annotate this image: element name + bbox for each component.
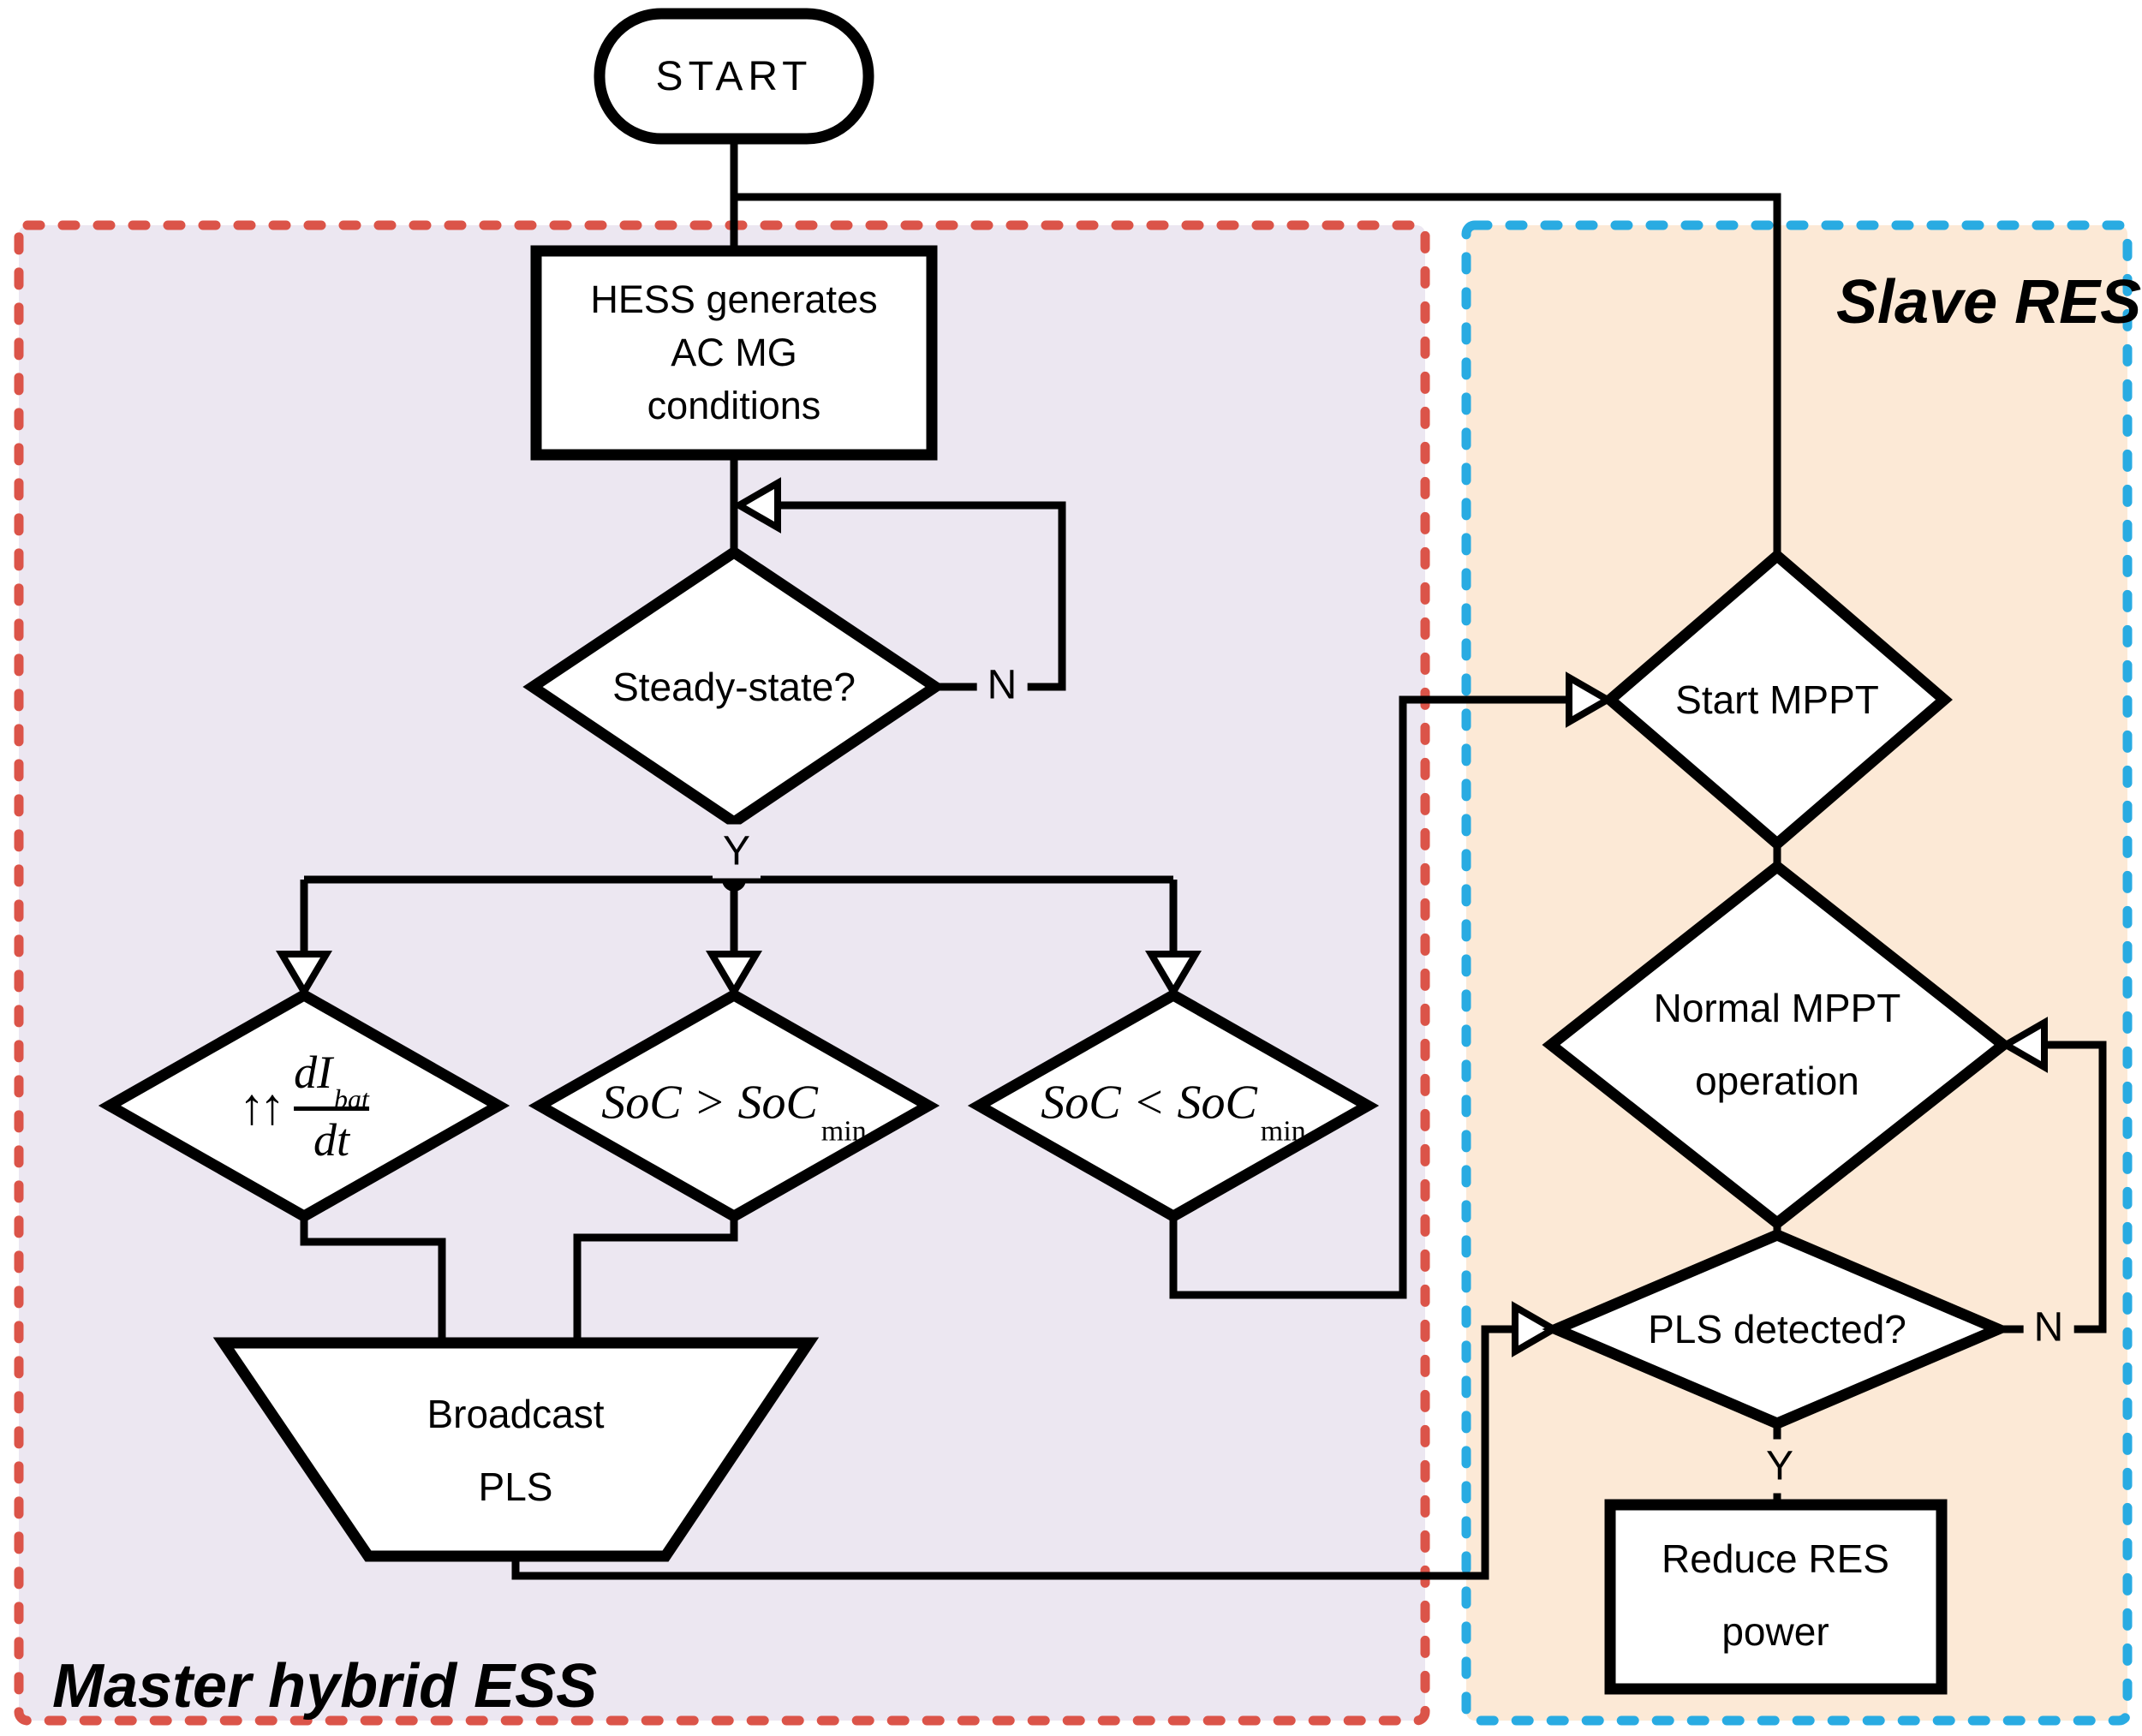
arrowhead-steady-loop-left bbox=[732, 477, 781, 534]
pls-detected-label: PLS detected? bbox=[1648, 1307, 1906, 1351]
up-arrows-icon: ↑↑ bbox=[239, 1077, 285, 1135]
arrowhead-down-soc-above bbox=[705, 951, 763, 999]
fraction-bar bbox=[294, 1107, 369, 1112]
broadcast-line-2: PLS bbox=[478, 1465, 553, 1509]
node-broadcast-pls bbox=[212, 1337, 820, 1562]
pls-detected-no-label: N bbox=[2023, 1300, 2074, 1355]
node-hess bbox=[530, 245, 938, 461]
reduce-res-line-2: power bbox=[1721, 1609, 1829, 1654]
soc-above-label: SoC > SoCmin bbox=[601, 1076, 867, 1148]
node-start-mppt bbox=[1602, 548, 1953, 851]
normal-mppt-label: Normal MPPT operation bbox=[1654, 972, 1901, 1118]
node-start bbox=[594, 8, 874, 145]
hess-line-1: HESS generates bbox=[590, 277, 878, 321]
node-pls-detected bbox=[1542, 1228, 2013, 1430]
arrowhead-down-dibat bbox=[275, 951, 333, 999]
normal-mppt-line-1: Normal MPPT bbox=[1653, 985, 1901, 1030]
start-mppt-label: Start MPPT bbox=[1675, 677, 1879, 722]
master-region-title: Master hybrid ESS bbox=[52, 1652, 598, 1721]
hess-line-3: conditions bbox=[647, 384, 821, 428]
edge-soc-below-to-start-mppt bbox=[1169, 695, 1571, 1299]
slave-region-title: Slave RES bbox=[1836, 268, 2142, 337]
pls-detected-yes-label: Y bbox=[1755, 1439, 1805, 1494]
reduce-res-label: Reduce RES power bbox=[1662, 1523, 1889, 1668]
node-soc-below bbox=[967, 988, 1380, 1223]
node-soc-above bbox=[528, 988, 940, 1223]
broadcast-pls-label: Broadcast PLS bbox=[427, 1378, 604, 1524]
steady-state-yes-label: Y bbox=[712, 824, 761, 879]
arrowhead-into-start-mppt bbox=[1566, 671, 1614, 728]
node-reduce-res bbox=[1604, 1499, 1948, 1695]
normal-mppt-line-2: operation bbox=[1695, 1059, 1859, 1103]
steady-state-label: Steady-state? bbox=[612, 665, 856, 709]
start-label: START bbox=[655, 54, 813, 99]
arrowhead-into-pls-detected bbox=[1512, 1301, 1560, 1357]
steady-state-no-label: N bbox=[976, 658, 1028, 713]
edge-dibat-to-broadcast bbox=[300, 1216, 446, 1343]
hess-label: HESS generates AC MG conditions bbox=[590, 273, 877, 433]
edge-soc-above-to-broadcast bbox=[573, 1216, 738, 1343]
broadcast-line-1: Broadcast bbox=[427, 1391, 605, 1436]
dibat-denominator: dt bbox=[313, 1114, 349, 1166]
dibat-numerator: dIbat bbox=[294, 1046, 369, 1114]
arrowhead-down-soc-below bbox=[1144, 951, 1202, 999]
node-dibat bbox=[98, 988, 510, 1223]
dibat-fraction: dIbat dt bbox=[294, 1048, 369, 1165]
hess-line-2: AC MG bbox=[671, 330, 797, 374]
dibat-label: ↑↑ dIbat dt bbox=[239, 1048, 369, 1165]
node-normal-mppt bbox=[1542, 859, 2013, 1231]
arrowhead-into-normal-mppt bbox=[1999, 1017, 2048, 1073]
reduce-res-line-1: Reduce RES bbox=[1662, 1536, 1889, 1581]
edge-broadcast-to-pls-detected bbox=[511, 1325, 1517, 1580]
edge-start-branch-to-slave bbox=[734, 193, 1781, 556]
soc-below-label: SoC < SoCmin bbox=[1041, 1076, 1306, 1148]
node-steady-state bbox=[522, 546, 946, 829]
